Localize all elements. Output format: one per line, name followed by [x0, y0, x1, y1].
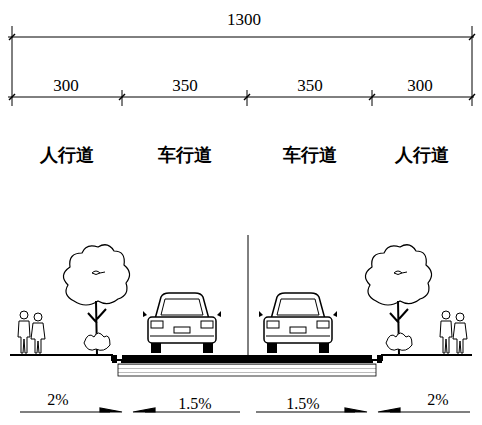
tree — [365, 245, 431, 355]
zone-name: 人行道 — [395, 146, 449, 164]
pedestrians — [440, 311, 467, 353]
slope-label: 1.5% — [178, 396, 211, 412]
width-dimension: 300 — [53, 77, 79, 94]
slope-arrows — [20, 408, 470, 412]
width-dimension: 300 — [407, 77, 433, 94]
road-section — [10, 235, 472, 376]
car — [143, 293, 221, 353]
width-dimension: 350 — [297, 77, 323, 94]
slope-label: 1.5% — [286, 396, 319, 412]
tree — [63, 245, 129, 355]
pedestrians — [18, 311, 45, 353]
car — [259, 293, 337, 353]
zone-name: 车行道 — [158, 146, 212, 164]
zone-name: 人行道 — [40, 146, 94, 164]
width-dimension: 350 — [172, 77, 198, 94]
dimension-lines — [8, 26, 475, 106]
zone-name: 车行道 — [283, 146, 337, 164]
total-width-dimension: 1300 — [227, 11, 261, 28]
slope-label: 2% — [47, 392, 68, 408]
slope-label: 2% — [427, 392, 448, 408]
